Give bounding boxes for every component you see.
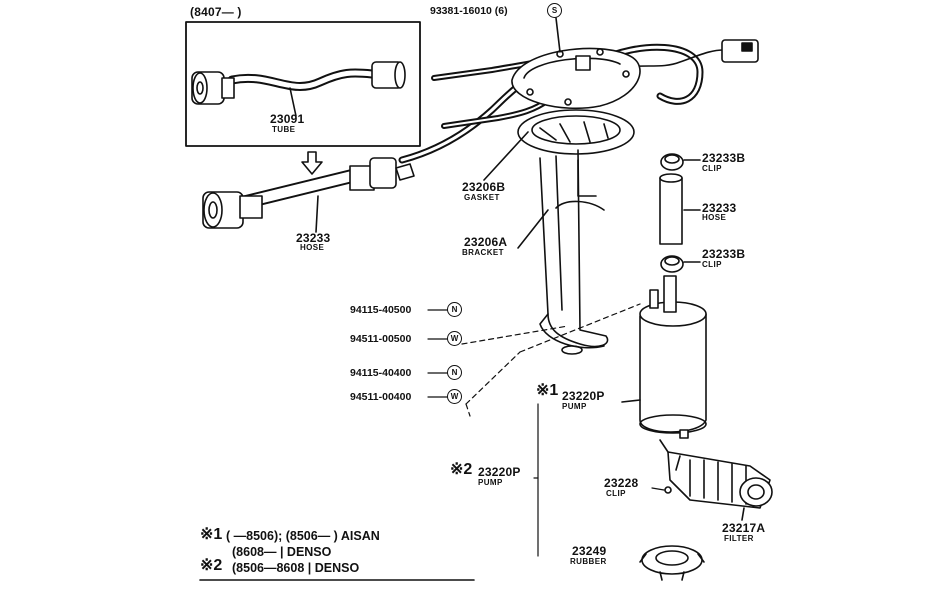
clip-filter-name: CLIP bbox=[606, 489, 626, 498]
inset-date-range: (8407— ) bbox=[190, 5, 242, 19]
pump-drawing bbox=[621, 275, 707, 439]
pump-1-name: PUMP bbox=[562, 402, 587, 411]
inset-tube-drawing bbox=[191, 61, 406, 117]
pump-1-number: 23220P bbox=[562, 389, 605, 403]
filter-number: 23217A bbox=[722, 521, 766, 535]
pump-2-name: PUMP bbox=[478, 478, 503, 487]
clip-top-number: 23233B bbox=[702, 151, 746, 165]
washer-2-number: 94511-00400 bbox=[350, 391, 412, 403]
rubber-name: RUBBER bbox=[570, 557, 607, 566]
note-1-text: ( —8506); (8506— ) AISAN bbox=[226, 529, 380, 543]
sender-top-plate bbox=[511, 17, 641, 110]
left-hose-drawing bbox=[202, 62, 556, 233]
inset-part-name: TUBE bbox=[272, 125, 296, 134]
gasket-name: GASKET bbox=[464, 193, 500, 202]
note-1b-text: (8608— | DENSO bbox=[232, 545, 332, 559]
inset-part-number: 23091 bbox=[270, 112, 305, 126]
note-2-text: (8506—8608 | DENSO bbox=[232, 561, 360, 575]
inset-box bbox=[185, 21, 421, 147]
clip-bottom-name: CLIP bbox=[702, 260, 722, 269]
nut-2-badge: N bbox=[447, 365, 462, 380]
rubber-drawing bbox=[639, 545, 705, 581]
bracket-number: 23206A bbox=[464, 235, 508, 249]
clip-top-name: CLIP bbox=[702, 164, 722, 173]
bracket-name: BRACKET bbox=[462, 248, 504, 257]
clip-bottom-number: 23233B bbox=[702, 247, 746, 261]
pump-2-number: 23220P bbox=[478, 465, 521, 479]
bracket-drawing bbox=[517, 149, 609, 355]
clip-filter-number: 23228 bbox=[604, 476, 639, 490]
filter-name: FILTER bbox=[724, 534, 754, 543]
hose-right-name: HOSE bbox=[702, 213, 727, 222]
gasket-number: 23206B bbox=[462, 180, 506, 194]
nut-1-number: 94115-40500 bbox=[350, 304, 412, 316]
down-arrow-icon bbox=[301, 151, 323, 175]
hose-left-number: 23233 bbox=[296, 231, 331, 245]
washer-1-number: 94511-00500 bbox=[350, 333, 412, 345]
nut-1-badge: N bbox=[447, 302, 462, 317]
rubber-number: 23249 bbox=[572, 544, 607, 558]
note-1-mark: ※1 bbox=[200, 526, 223, 543]
gasket-ring bbox=[483, 109, 635, 181]
washer-1-badge: W bbox=[447, 331, 462, 346]
screw-badge: S bbox=[547, 3, 562, 18]
hose-right-number: 23233 bbox=[702, 201, 737, 215]
right-hose-drawing bbox=[659, 153, 701, 273]
pump-2-mark: ※2 bbox=[450, 461, 473, 478]
filter-drawing bbox=[659, 439, 773, 521]
nut-2-number: 94115-40400 bbox=[350, 367, 412, 379]
screw-part-number: 93381-16010 (6) bbox=[430, 5, 508, 17]
note-2-mark: ※2 bbox=[200, 557, 223, 574]
pump-1-mark: ※1 bbox=[536, 382, 559, 399]
washer-2-badge: W bbox=[447, 389, 462, 404]
hose-left-name: HOSE bbox=[300, 243, 325, 252]
leader-lines bbox=[427, 309, 665, 557]
dashed-guide-lines bbox=[461, 303, 641, 417]
